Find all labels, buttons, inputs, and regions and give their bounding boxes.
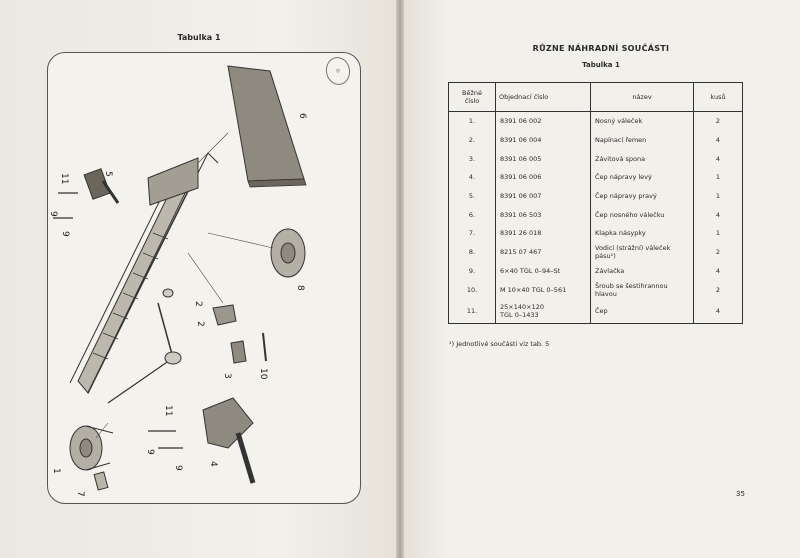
callout-numbers: 6 5 11 9 9 8 2 3 10 11 9 9 4 1 7 2 [48, 113, 307, 497]
section-heading: RŮZNE NÁHRADNÍ SOUČÁSTI [532, 44, 670, 53]
row-name: Nosný váleček [590, 111, 694, 131]
svg-text:2: 2 [195, 321, 205, 327]
row-number: 3. [448, 149, 496, 169]
row-number: 1. [448, 111, 496, 131]
row-name: Šroub se šestihrannou hlavou [590, 280, 694, 299]
part-6-pin [93, 471, 109, 491]
svg-text:6: 6 [297, 113, 307, 119]
row-name: Čep [590, 298, 694, 324]
row-order-code: 6×40 TGL 0–94–St [495, 261, 591, 281]
row-order-code: M 10×40 TGL 0–561 [495, 280, 591, 299]
row-number: 2. [448, 130, 496, 150]
svg-text:5: 5 [103, 171, 113, 177]
svg-text:9: 9 [173, 465, 183, 471]
row-quantity: 4 [693, 205, 743, 225]
row-name: Závlačka [590, 261, 694, 281]
svg-text:2: 2 [193, 301, 203, 307]
svg-text:3: 3 [222, 373, 232, 379]
row-order-code: 8391 06 006 [495, 168, 591, 187]
book-gutter [396, 0, 404, 558]
header-name: název [590, 82, 694, 112]
footnote: ¹) Jednotlivé součásti viz tab. 5 [449, 340, 550, 348]
row-number: 8. [448, 242, 496, 262]
row-name: Čep nápravy levý [590, 168, 694, 187]
row-number: 4. [448, 168, 496, 187]
page-number: 35 [736, 490, 745, 498]
exploded-view-drawing: 6 5 11 9 9 8 2 3 10 11 9 9 4 1 7 2 [48, 65, 307, 497]
row-quantity: 2 [693, 111, 743, 131]
svg-text:7: 7 [75, 491, 85, 497]
exploded-view-frame [47, 52, 361, 504]
part-3-threaded-clip [230, 340, 247, 364]
row-order-code: 8391 26 018 [495, 224, 591, 243]
part-10-bolt [262, 332, 267, 362]
row-name: Vodicí (strážní) váleček pásu¹) [590, 242, 694, 262]
part-8-guide-roller [270, 228, 306, 278]
row-name: Napínací řemen [590, 130, 694, 150]
spare-parts-table: Běžné číslo Objednací číslo název kusů 1… [448, 82, 743, 324]
row-order-code: 8391 06 503 [495, 205, 591, 225]
svg-text:9: 9 [145, 449, 155, 455]
row-quantity: 4 [693, 130, 743, 150]
table-title: Tabulka 1 [582, 61, 620, 69]
part-2-tension-belt [212, 304, 237, 326]
row-number: 9. [448, 261, 496, 281]
part-4-axle-pin-left [202, 397, 256, 484]
row-number: 11. [448, 298, 496, 324]
row-quantity: 1 [693, 168, 743, 187]
row-order-code: 8215 07 467 [495, 242, 591, 262]
row-name: Čep nápravy pravý [590, 186, 694, 206]
row-order-code: 8391 06 002 [495, 111, 591, 131]
part-5-axle-pin-right [83, 168, 120, 204]
header-quantity: kusů [693, 82, 743, 112]
row-quantity: 1 [693, 186, 743, 206]
row-quantity: 4 [693, 298, 743, 324]
part-1-carrier-roller [69, 425, 114, 471]
row-order-code: 8391 06 004 [495, 130, 591, 150]
part-7-hopper-flap [227, 65, 307, 188]
row-number: 10. [448, 280, 496, 299]
row-number: 7. [448, 224, 496, 243]
row-name: Závitová spona [590, 149, 694, 169]
svg-text:11: 11 [59, 173, 69, 184]
row-quantity: 1 [693, 224, 743, 243]
svg-text:9: 9 [48, 211, 58, 217]
row-order-code: 8391 06 005 [495, 149, 591, 169]
header-number: Běžné číslo [448, 82, 496, 112]
row-quantity: 2 [693, 242, 743, 262]
pins-9-11 [53, 192, 183, 449]
svg-text:8: 8 [295, 285, 305, 291]
row-name: Klapka násypky [590, 224, 694, 243]
row-number: 6. [448, 205, 496, 225]
svg-text:1: 1 [51, 468, 61, 474]
table-header-row: Běžné číslo Objednací číslo název kusů [448, 82, 743, 112]
svg-text:4: 4 [208, 461, 218, 467]
row-number: 5. [448, 186, 496, 206]
svg-text:10: 10 [258, 368, 268, 380]
header-order-code: Objednací číslo [495, 82, 591, 112]
svg-text:9: 9 [60, 231, 70, 237]
row-order-code: 25×140×120 TGL 0–1433 [495, 298, 591, 324]
figure-title: Tabulka 1 [177, 33, 221, 42]
row-name: Čep nosného válečku [590, 205, 694, 225]
row-order-code: 8391 06 007 [495, 186, 591, 206]
row-quantity: 4 [693, 261, 743, 281]
row-quantity: 4 [693, 149, 743, 169]
svg-text:11: 11 [163, 405, 173, 416]
row-quantity: 2 [693, 280, 743, 299]
leader-lines [95, 132, 274, 439]
conveyor-frame [69, 152, 219, 404]
